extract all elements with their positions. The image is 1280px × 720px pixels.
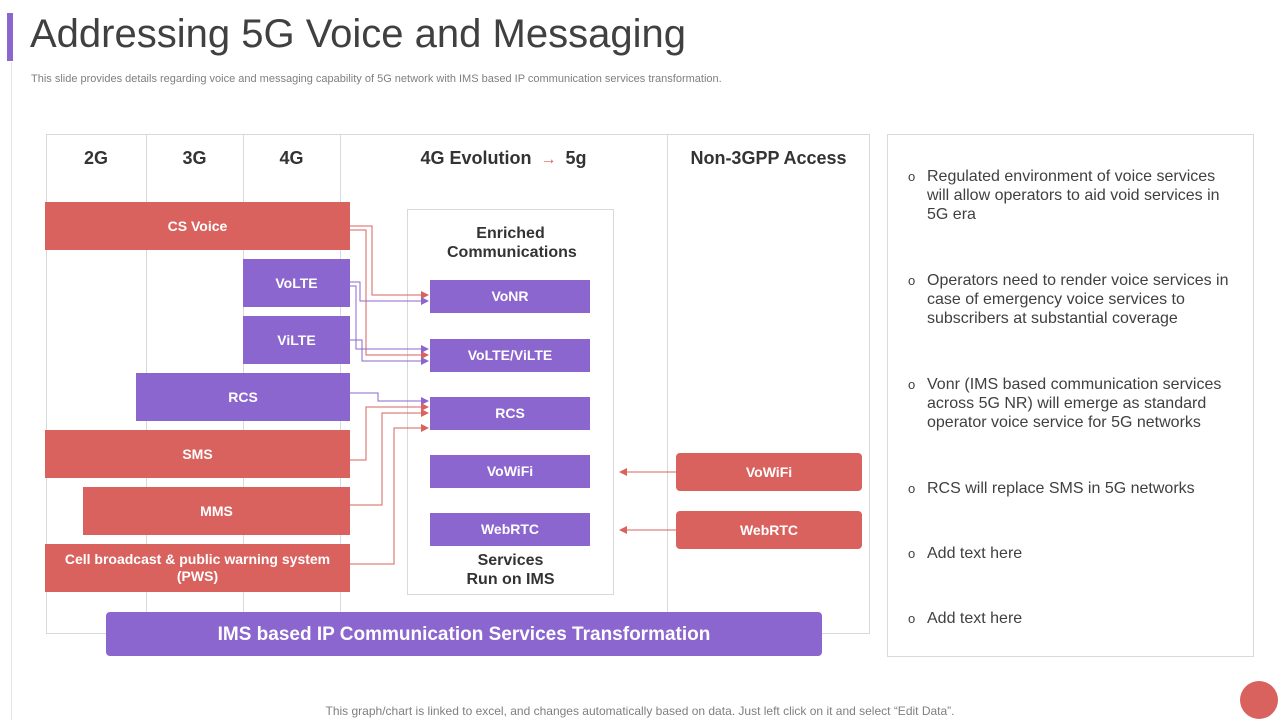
service-vonr: VoNR [430,280,590,313]
service-vowifi: VoWiFi [430,455,590,488]
info-item: o Add text here [908,609,1238,628]
column-header-2g: 2G [83,148,108,168]
non3gpp-vowifi-bar: VoWiFi [676,453,862,491]
bullet-icon: o [908,169,916,184]
column-divider [667,134,668,634]
bullet-icon: o [908,273,916,288]
info-item-text: Operators need to render voice services … [927,272,1229,327]
evolution-from-label: 4G Evolution [420,148,532,168]
cell-broadcast-bar: Cell broadcast & public warning system (… [45,544,350,592]
bullet-icon: o [908,611,916,626]
column-header-4g: 4G [279,148,304,168]
arrow-right-icon: → [540,151,557,168]
evolution-to-label: 5g [565,148,587,168]
bullet-icon: o [908,481,916,496]
page-subtitle: This slide provides details regarding vo… [31,73,722,85]
cs-voice-bar: CS Voice [45,202,350,250]
info-panel [887,134,1254,657]
service-rcs: RCS [430,397,590,430]
corner-decoration-circle [1240,681,1278,719]
ims-transformation-banner: IMS based IP Communication Services Tran… [106,612,822,656]
column-header-non3gpp: Non-3GPP Access [690,148,847,168]
services-run-on-ims-label: Services Run on IMS [466,552,555,588]
enriched-communications-box [407,209,614,595]
info-item-text: Regulated environment of voice services … [927,168,1220,223]
info-item: o Regulated environment of voice service… [908,167,1238,224]
info-item: o RCS will replace SMS in 5G networks [908,479,1238,498]
info-item-text: Vonr (IMS based communication services a… [927,376,1222,431]
sms-bar: SMS [45,430,350,478]
mms-bar: MMS [83,487,350,535]
vilte-bar: ViLTE [243,316,350,364]
info-item: o Vonr (IMS based communication services… [908,375,1238,432]
rcs-bar: RCS [136,373,350,421]
service-volte-vilte: VoLTE/ViLTE [430,339,590,372]
volte-bar: VoLTE [243,259,350,307]
non3gpp-webrtc-bar: WebRTC [676,511,862,549]
left-margin-line [11,62,12,720]
service-webrtc: WebRTC [430,513,590,546]
column-header-3g: 3G [182,148,207,168]
info-item: o Operators need to render voice service… [908,271,1238,328]
bullet-icon: o [908,377,916,392]
page-title: Addressing 5G Voice and Messaging [30,12,686,56]
column-header-4g-evolution: 4G Evolution → 5g [340,148,667,169]
enriched-communications-title: Enriched Communications [447,225,577,261]
info-item-text: RCS will replace SMS in 5G networks [927,480,1195,497]
title-accent-bar [7,13,13,61]
info-item: o Add text here [908,544,1238,563]
info-item-text: Add text here [927,610,1023,627]
info-item-text: Add text here [927,545,1023,562]
bullet-icon: o [908,546,916,561]
footer-note: This graph/chart is linked to excel, and… [325,704,955,718]
